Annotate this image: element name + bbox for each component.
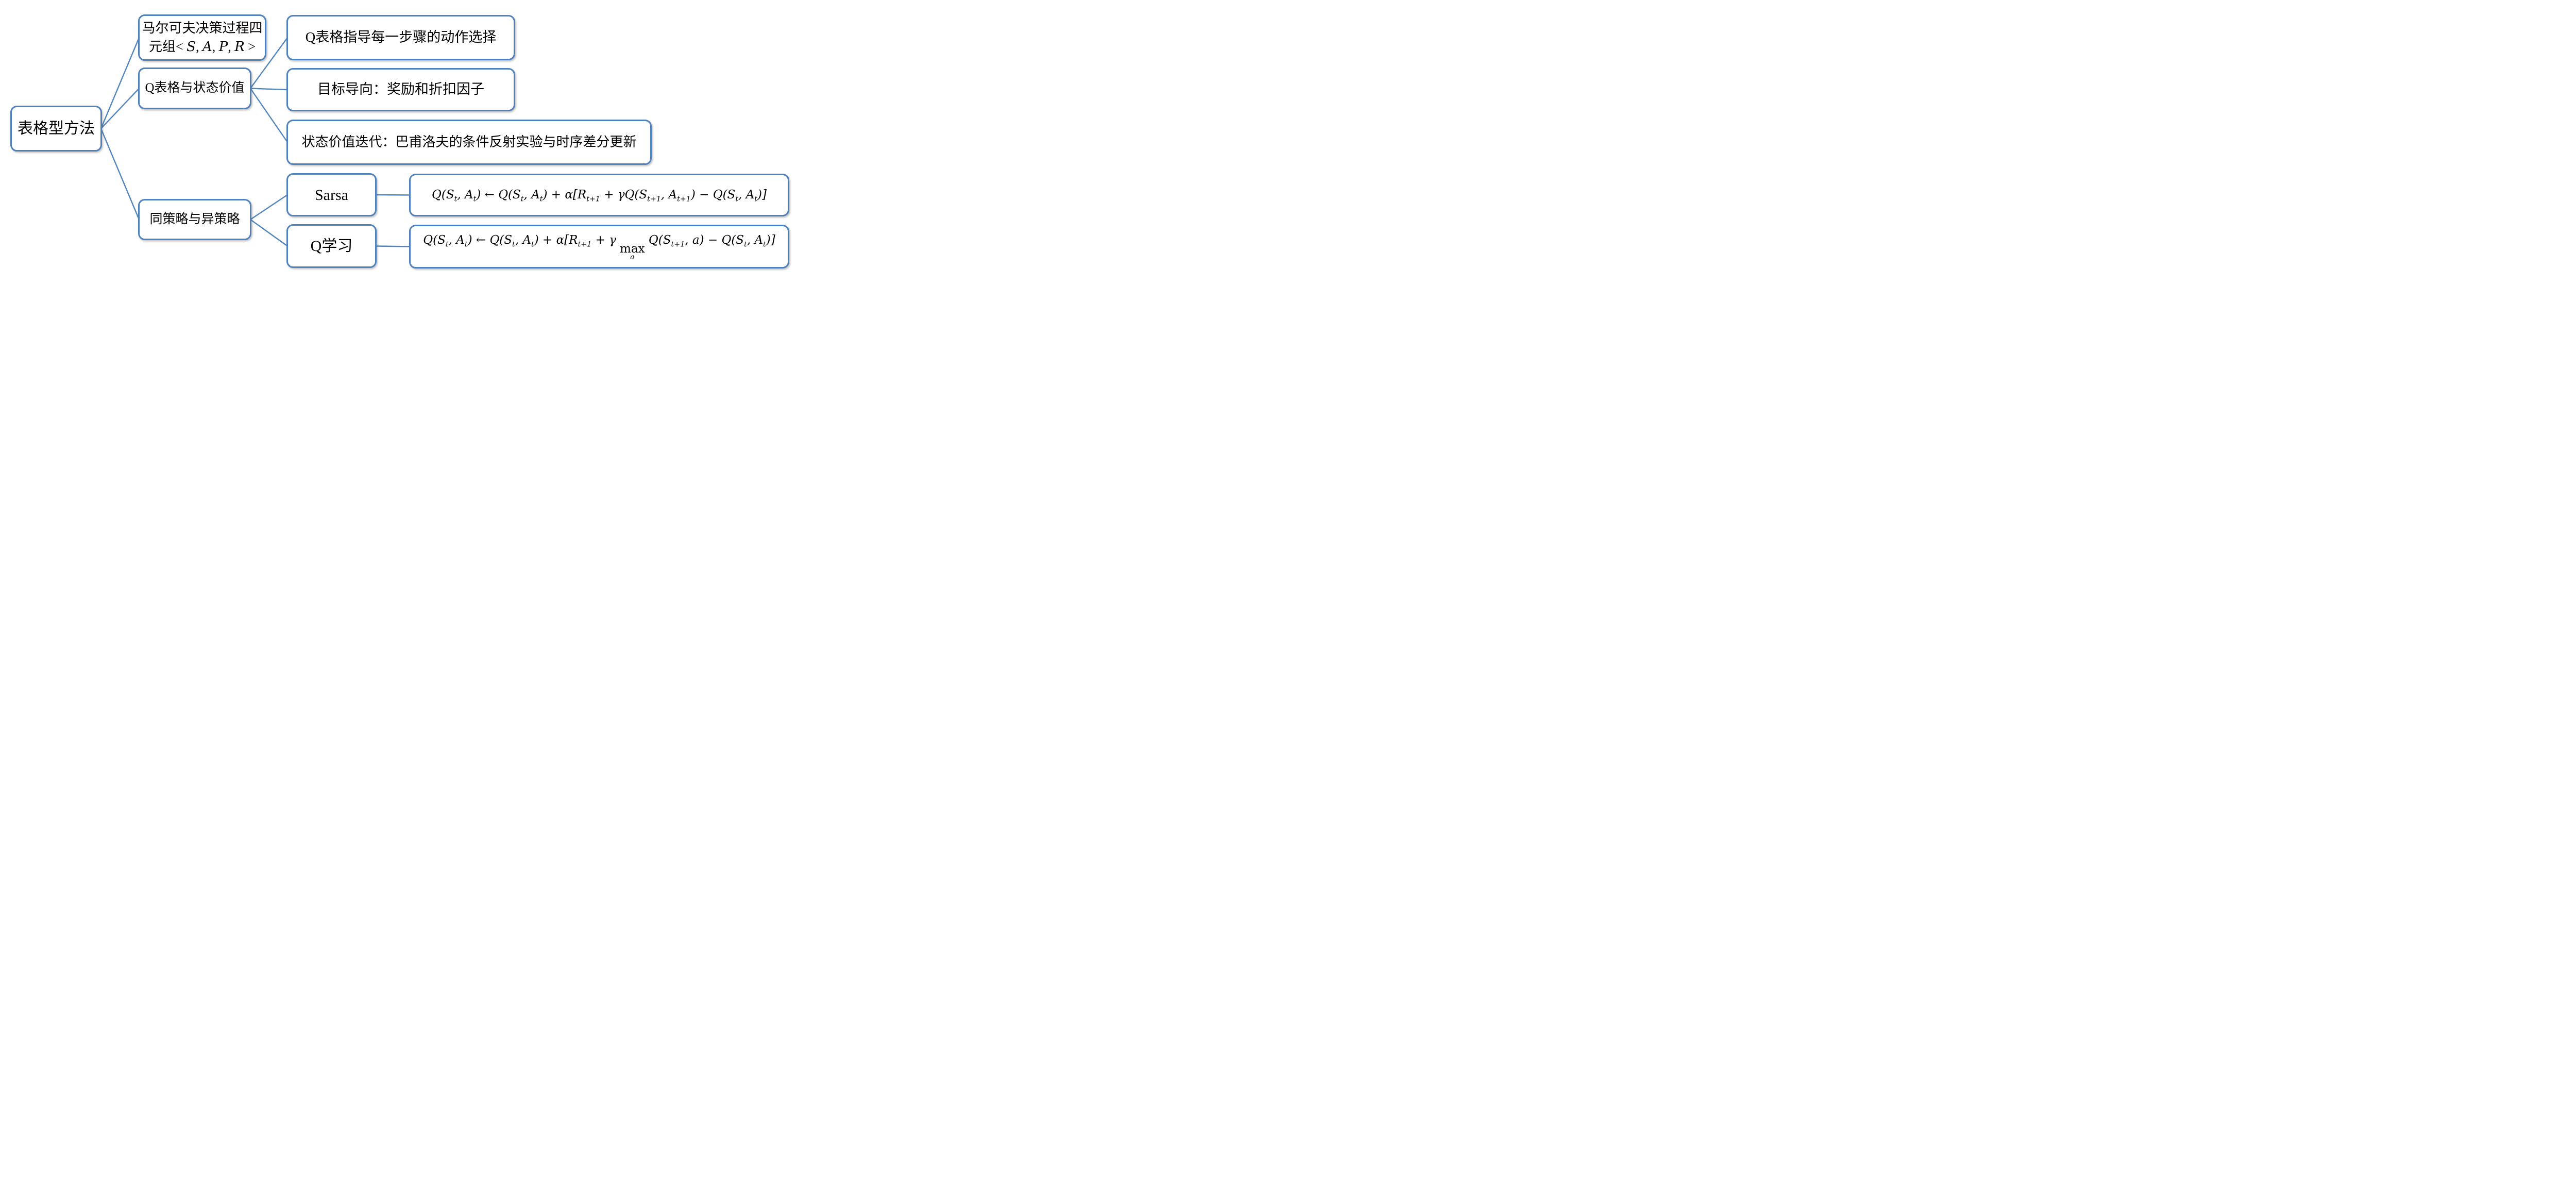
sarsa-update-formula: Q(St, At) ← Q(St, At) + α[Rt+1 + γQ(St+1… — [432, 188, 767, 204]
node-goal-oriented-label: 目标导向：奖励和折扣因子 — [317, 81, 484, 97]
node-qtable-action-selection-label: Q表格指导每一步骤的动作选择 — [305, 29, 497, 45]
node-state-value-iteration: 状态价值迭代：巴甫洛夫的条件反射实验与时序差分更新 — [286, 120, 652, 165]
node-sarsa: Sarsa — [286, 173, 377, 216]
node-sarsa-label: Sarsa — [315, 186, 348, 204]
node-tabular-methods-label: 表格型方法 — [18, 120, 95, 137]
connector-root-mdp — [100, 37, 140, 129]
mindmap-canvas: 表格型方法 马尔可夫决策过程四 元组< S, A, P, R > Q表格与状态价… — [0, 0, 805, 298]
node-mdp-tuple-line2: 元组< S, A, P, R > — [148, 39, 256, 55]
node-tabular-methods: 表格型方法 — [10, 106, 102, 152]
node-mdp-tuple-line1: 马尔可夫决策过程四 — [142, 20, 263, 36]
connector-policy-qlearn — [250, 219, 288, 247]
node-sarsa-update-formula: Q(St, At) ← Q(St, At) + α[Rt+1 + γQ(St+1… — [409, 174, 789, 216]
node-mdp-tuple: 马尔可夫决策过程四 元组< S, A, P, R > — [138, 14, 266, 61]
node-q-learning: Q学习 — [286, 224, 377, 268]
connector-qtable-c3 — [250, 88, 288, 143]
node-state-value-iteration-label: 状态价值迭代：巴甫洛夫的条件反射实验与时序差分更新 — [301, 135, 637, 150]
node-qtable-state-value-label: Q表格与状态价值 — [145, 81, 245, 95]
connector-root-qtable — [100, 88, 140, 129]
connector-qlearn-formula — [375, 245, 411, 247]
connector-qtable-c2 — [250, 88, 288, 91]
connector-policy-sarsa — [250, 194, 288, 220]
node-qtable-state-value: Q表格与状态价值 — [138, 68, 251, 109]
node-goal-oriented: 目标导向：奖励和折扣因子 — [286, 68, 515, 111]
node-q-learning-label: Q学习 — [310, 238, 353, 255]
connector-root-policy — [100, 128, 140, 220]
node-qtable-action-selection: Q表格指导每一步骤的动作选择 — [286, 15, 515, 60]
node-on-off-policy-label: 同策略与异策略 — [149, 212, 240, 226]
node-on-off-policy: 同策略与异策略 — [138, 199, 251, 240]
